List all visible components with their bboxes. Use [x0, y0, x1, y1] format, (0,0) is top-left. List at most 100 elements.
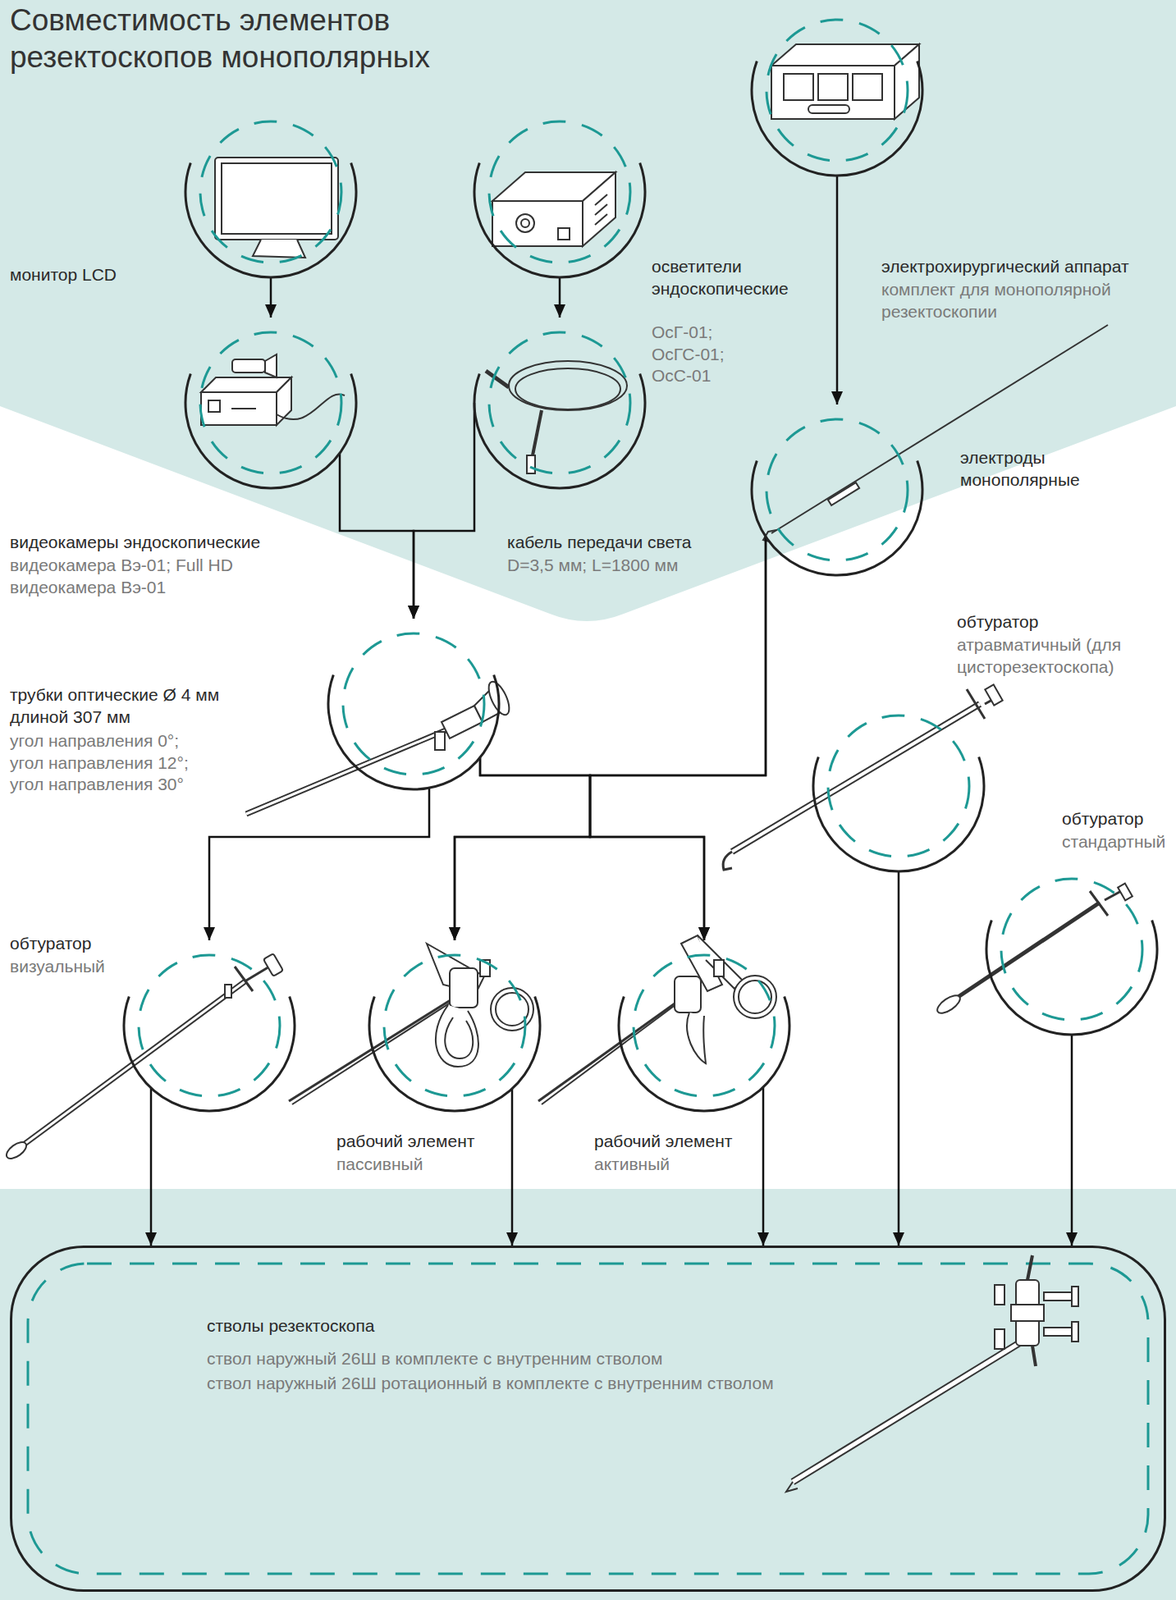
- active-working-element-icon: [674, 976, 701, 1013]
- dashed-circle: [633, 955, 775, 1097]
- illuminator-icon: [516, 214, 535, 233]
- node-description: ОсГ-01; ОсГС-01; ОсС-01: [651, 321, 751, 388]
- electrosurgical-unit-icon: [771, 44, 920, 119]
- visual-obturator-icon: [4, 953, 284, 1163]
- node-heading: обтуратор: [1061, 808, 1169, 831]
- background-band: [0, 0, 1176, 622]
- node-description: D=3,5 мм; L=1800 мм: [507, 554, 754, 577]
- video-camera-icon: [201, 392, 277, 426]
- electrosurgical-unit-icon: [818, 73, 848, 101]
- optical-telescope-icon: [246, 678, 513, 815]
- standard-obturator-icon: [934, 883, 1133, 1017]
- illuminator-icon: [558, 228, 570, 240]
- node-description: угол направления 0°; угол направления 12…: [9, 730, 207, 797]
- circle-arc: [474, 162, 646, 278]
- dashed-circle: [766, 19, 908, 161]
- component-circle: рабочий элементпассивный: [367, 938, 542, 1113]
- passive-working-element-icon: [490, 988, 534, 1031]
- sheath-group-box: стволы резектоскопа ствол наружный 26Ш в …: [9, 1245, 1167, 1593]
- video-camera-icon: [276, 393, 345, 420]
- resectoscope-sheath-icon: [994, 1285, 1005, 1305]
- resectoscope-sheath-icon: [792, 1339, 1026, 1483]
- node-heading: осветители эндоскопические: [651, 256, 808, 300]
- sheath-box-frame: [27, 1263, 1149, 1575]
- visual-obturator-icon: [224, 984, 232, 998]
- visual-obturator-icon: [263, 953, 284, 977]
- atraumatic-obturator-icon: [732, 704, 980, 852]
- node-description: атравматичный (для цисторезектоскопа): [956, 634, 1167, 678]
- node-heading: электроды монополярные: [960, 447, 1100, 491]
- dashed-circle: [343, 633, 485, 775]
- node-description: активный: [594, 1153, 742, 1176]
- dashed-circle: [384, 955, 526, 1097]
- node-heading: стволы резектоскопа: [206, 1315, 782, 1338]
- dashed-circle: [828, 715, 970, 857]
- passive-working-element-icon: [288, 943, 534, 1105]
- node-heading: обтуратор: [956, 611, 1039, 634]
- visual-obturator-icon: [234, 965, 271, 992]
- resectoscope-sheath-icon: [1043, 1292, 1074, 1301]
- electrode-icon: [828, 482, 860, 506]
- resectoscope-sheath-icon: [1027, 1255, 1036, 1367]
- optical-telescope-icon: [246, 728, 450, 815]
- circle-outline: [183, 315, 358, 490]
- node-description: комплект для монополярной резектоскопии: [881, 279, 1128, 323]
- resectoscope-sheath-icon: [786, 1255, 1079, 1492]
- connector-arrow: [454, 536, 766, 941]
- video-camera-icon: [232, 359, 266, 373]
- connector-arrow: [339, 453, 414, 619]
- optical-telescope-icon: [434, 732, 445, 751]
- circle-arc: [986, 919, 1158, 1035]
- connector-arrow: [558, 277, 562, 318]
- resectoscope-sheath-icon: [786, 1482, 798, 1492]
- passive-working-element-icon: [435, 1005, 479, 1067]
- passive-working-element-icon: [288, 994, 460, 1102]
- node-description: ствол наружный 26Ш ротационный в комплек…: [206, 1372, 864, 1396]
- connector-arrow: [590, 536, 766, 941]
- resectoscope-sheath-icon: [994, 1329, 1005, 1350]
- electrode-icon: [763, 324, 1108, 542]
- video-camera-icon: [201, 354, 345, 426]
- resectoscope-sheath-icon: [1071, 1286, 1079, 1307]
- light-cable-icon: [531, 410, 542, 460]
- circle-outline: [472, 315, 647, 490]
- active-working-element-icon: [733, 975, 777, 1019]
- active-working-element-icon: [686, 1012, 706, 1064]
- illuminator-icon: [594, 194, 608, 225]
- electrosurgical-unit-icon: [808, 105, 850, 114]
- component-circle: осветители эндоскопическиеОсГ-01; ОсГС-0…: [472, 105, 647, 280]
- connector-arrow: [454, 757, 591, 941]
- component-circle: обтураторатравматичный (для цисторезекто…: [811, 699, 986, 874]
- node-heading: видеокамеры эндоскопические: [9, 531, 322, 554]
- node-description: визуальный: [9, 956, 117, 979]
- atraumatic-obturator-icon: [722, 851, 733, 870]
- electrosurgical-unit-icon: [783, 73, 814, 101]
- electrosurgical-unit-icon: [852, 73, 883, 101]
- video-camera-icon: [231, 407, 257, 410]
- circle-arc: [474, 373, 646, 489]
- video-camera-icon: [208, 400, 220, 412]
- illuminator-icon: [582, 172, 616, 247]
- video-camera-icon: [265, 354, 277, 378]
- circle-arc: [328, 674, 499, 790]
- background-band: [0, 1189, 1176, 1600]
- passive-working-element-icon: [444, 1017, 473, 1059]
- diagram-title: Совместимость элементов резектоскопов мо…: [9, 1, 601, 76]
- resectoscope-sheath-icon: [792, 1339, 1026, 1483]
- dashed-circle: [200, 332, 342, 474]
- component-circle: электроды монополярные: [750, 402, 925, 577]
- dashed-circle: [1001, 878, 1143, 1021]
- node-heading: электрохирургический аппарат: [881, 256, 1174, 279]
- active-working-element-icon: [713, 960, 724, 977]
- connector-arrow: [897, 871, 901, 1246]
- resectoscope-sheath-icon: [1071, 1322, 1079, 1342]
- dashed-circle: [766, 419, 908, 561]
- node-description: пассивный: [336, 1153, 485, 1176]
- monitor-icon: [252, 239, 306, 258]
- sheath-box-frame: [27, 1263, 1149, 1575]
- node-description: ствол наружный 26Ш в комплекте с внутрен…: [206, 1348, 864, 1371]
- active-working-element-icon: [738, 980, 772, 1014]
- circle-outline: [984, 862, 1159, 1037]
- connector-arrow: [413, 402, 475, 619]
